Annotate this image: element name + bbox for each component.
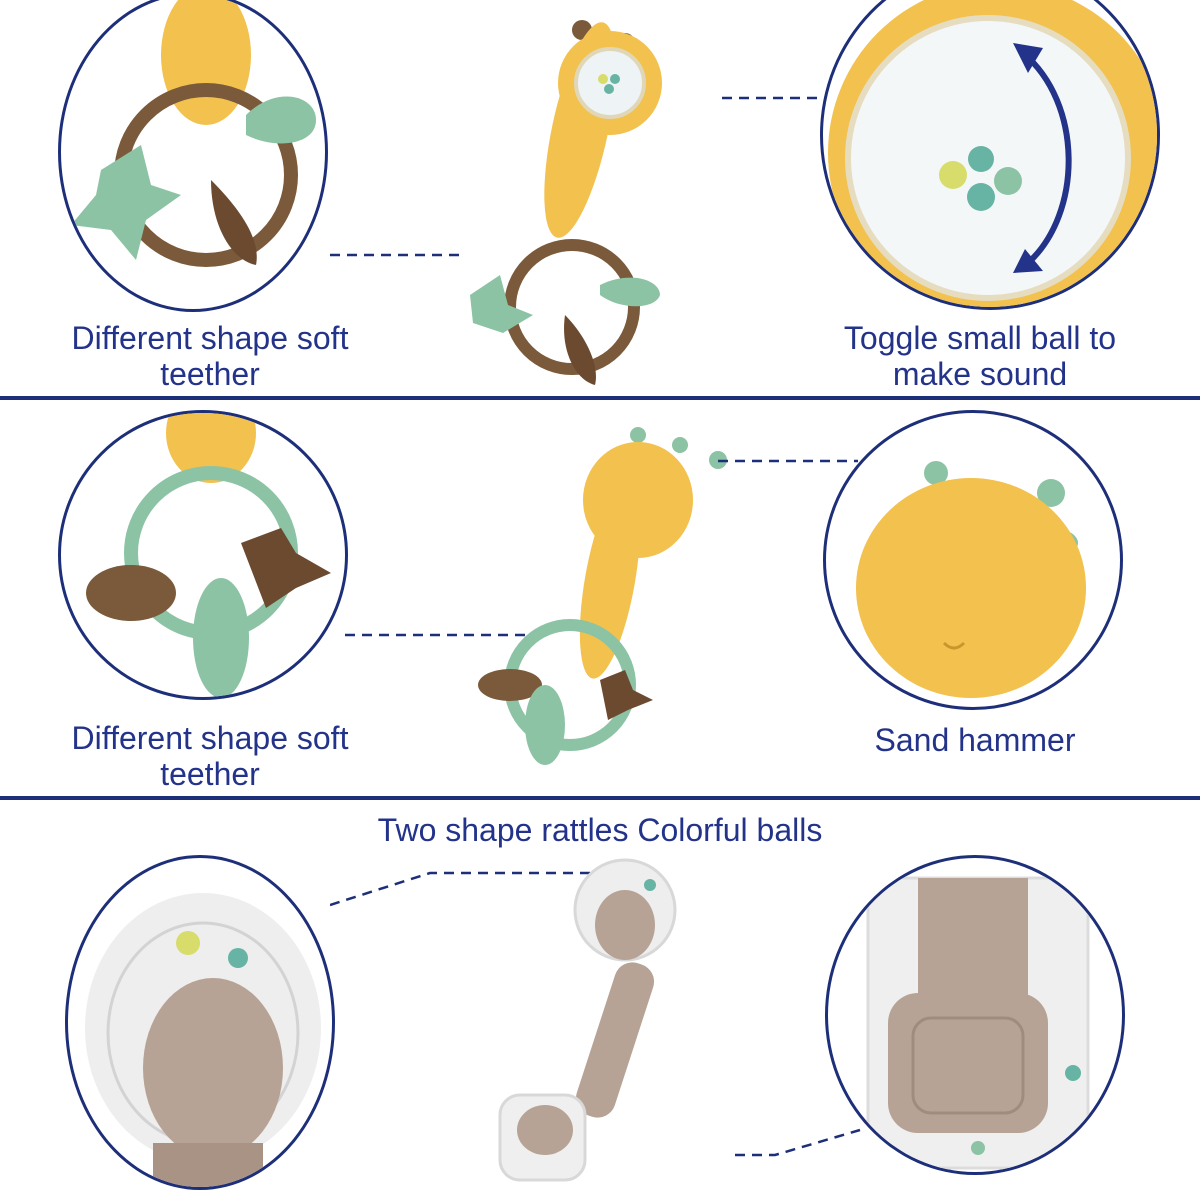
- sand-hammer-head-icon: [856, 461, 1086, 698]
- rattle-giraffe-brown-ring: [460, 5, 720, 395]
- connector-line: [330, 871, 595, 907]
- square-rattle-icon: [866, 876, 1090, 1170]
- round-rattle-icon: [85, 893, 321, 1187]
- row2-left-caption: Different shape soft teether: [71, 720, 349, 792]
- connector-line: [722, 96, 840, 100]
- connector-line: [345, 633, 535, 637]
- row3-heading: Two shape rattles Colorful balls: [377, 812, 823, 848]
- divider-top: [0, 396, 1200, 400]
- teether-closeup-circle-1: [58, 0, 328, 312]
- round-rattle-closeup-circle: [65, 855, 335, 1190]
- connector-line: [735, 1128, 861, 1157]
- rattle-giraffe-icon: [478, 427, 727, 765]
- ball-closeup-circle: [820, 0, 1160, 310]
- rattle-ball-icon: [828, 0, 1157, 307]
- row2-right-caption: Sand hammer: [874, 722, 1076, 758]
- connector-line: [330, 253, 460, 257]
- divider-bottom: [0, 796, 1200, 800]
- row1-right-caption: Toggle small ball to make sound: [843, 320, 1117, 392]
- square-rattle-closeup-circle: [825, 855, 1125, 1175]
- rattle-giraffe-icon: [470, 20, 662, 385]
- dumbbell-rattle-icon: [498, 858, 677, 1182]
- connector-line: [718, 459, 858, 463]
- rattle-giraffe-mint-ring: [470, 420, 730, 770]
- mint-teether-ring-icon: [86, 413, 331, 697]
- teether-closeup-circle-2: [58, 410, 348, 700]
- brown-teether-ring-icon: [71, 0, 316, 267]
- hammer-closeup-circle: [823, 410, 1123, 710]
- row1-left-caption: Different shape soft teether: [71, 320, 349, 392]
- dumbbell-rattle: [490, 850, 730, 1190]
